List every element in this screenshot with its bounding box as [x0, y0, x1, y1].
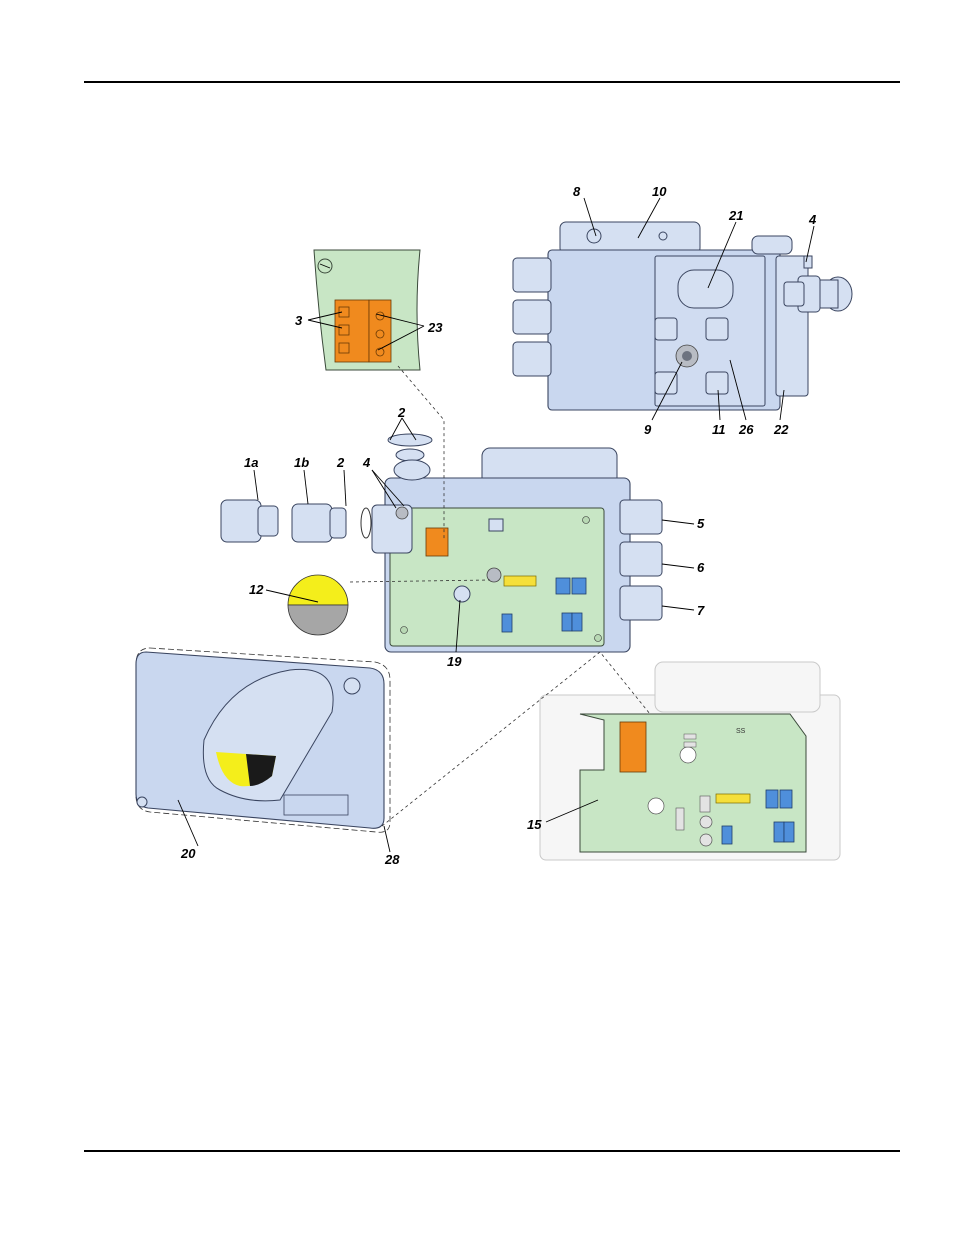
terminal-inset: [314, 250, 420, 370]
callout-4-mid: 4: [362, 455, 371, 470]
potentiometer-19: [454, 586, 470, 602]
callout-21: 21: [728, 208, 743, 223]
callout-8: 8: [573, 184, 581, 199]
callout-1b: 1b: [294, 455, 309, 470]
cable-gland-1b: [292, 504, 332, 542]
callout-26: 26: [738, 422, 754, 437]
callout-6: 6: [697, 560, 705, 575]
pcb-15-view: SS: [540, 662, 840, 860]
callout-3: 3: [295, 313, 303, 328]
callout-4-top: 4: [808, 212, 817, 227]
callout-23: 23: [427, 320, 443, 335]
callout-15: 15: [527, 817, 542, 832]
indicator-disc-12: [288, 575, 348, 635]
callout-11: 11: [712, 422, 726, 437]
callout-9: 9: [644, 422, 652, 437]
callout-22: 22: [773, 422, 789, 437]
callout-2-mid: 2: [336, 455, 345, 470]
pcb-ss-label: SS: [736, 728, 746, 735]
callout-1a: 1a: [244, 455, 258, 470]
grounding-screw-4: [396, 507, 408, 519]
callout-28: 28: [384, 852, 400, 867]
terminal-block: [426, 528, 448, 556]
cover-20: [136, 648, 390, 832]
callout-12: 12: [249, 582, 264, 597]
callout-10: 10: [652, 184, 667, 199]
callout-20: 20: [180, 846, 196, 861]
housing-rear-view: [513, 222, 852, 410]
callout-7: 7: [697, 603, 705, 618]
callout-2-top: 2: [397, 405, 406, 420]
cable-gland-1a: [221, 500, 261, 542]
callout-5: 5: [697, 516, 705, 531]
callout-19: 19: [447, 654, 462, 669]
cover-plate-21: [678, 270, 733, 308]
